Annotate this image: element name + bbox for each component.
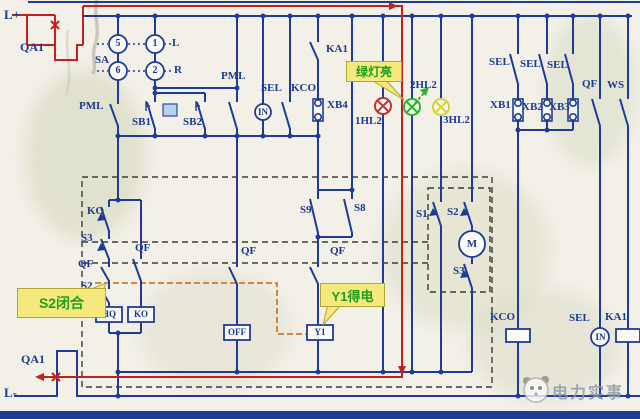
breaker-closed-x-icon <box>50 20 61 382</box>
callout-y1-energized: Y1得电 <box>320 283 385 307</box>
circle-symbols <box>108 34 610 347</box>
contact-label-qf-left: QF <box>78 258 94 270</box>
dashed-interlock-box <box>81 176 493 388</box>
contact-label-s9: S9 <box>300 204 312 216</box>
callout-s2-closed: S2闭合 <box>17 288 106 318</box>
lamp-label-2hl2: 2HL2 <box>410 79 437 91</box>
lit-arrow-icon <box>420 87 429 96</box>
coil-box-ko: KO <box>133 309 148 319</box>
highlight-current-path <box>12 2 406 382</box>
callout-green-lamp-on: 绿灯亮 <box>346 61 402 82</box>
lamp-2hl2 <box>403 87 429 116</box>
coil-boxes <box>95 306 640 343</box>
contact-label-sel1: SEL <box>489 56 510 68</box>
contact-label-pml-left: PML <box>79 100 104 112</box>
indicator-in-bottom: IN <box>595 332 606 342</box>
contact-label-s2-left: S2 <box>81 280 93 292</box>
selector-label-sa: SA <box>95 54 110 66</box>
wires <box>14 15 640 397</box>
flow-arrow-right-icon <box>389 2 398 10</box>
sa-terminal-1: 1 <box>152 38 158 49</box>
contact-label-pml-right: PML <box>221 70 246 82</box>
lamp-3hl2 <box>432 98 450 116</box>
contact-label-sel2: SEL <box>520 58 541 70</box>
fuse-symbols <box>312 98 579 122</box>
top-border-line <box>28 1 640 3</box>
bottom-border-bar <box>0 411 640 419</box>
contact-label-qf-320: QF <box>330 245 346 257</box>
flow-arrow-down-icon <box>398 366 406 375</box>
sb1-indicator-box <box>162 103 178 117</box>
contact-label-ka1: KA1 <box>326 43 348 55</box>
contact-label-sb1: SB1 <box>132 116 151 128</box>
contact-blades <box>100 38 629 307</box>
sa-terminal-6: 6 <box>115 65 121 76</box>
coil-box-off: OFF <box>228 327 246 337</box>
contact-label-qf-right: QF <box>582 78 598 90</box>
fuse-label-xb2: XB2 <box>522 101 543 113</box>
sa-terminal-2: 2 <box>152 65 158 76</box>
mech-path-s2-to-y1 <box>95 282 306 335</box>
contact-label-s3-right: S3 <box>453 265 465 277</box>
label-kco-top: KCO <box>291 82 317 94</box>
watermark-brand: 电力实事 <box>552 385 625 402</box>
motor-label: M <box>466 238 478 250</box>
contact-label-s8: S8 <box>354 202 366 214</box>
flow-arrow-left-icon <box>35 373 44 381</box>
coil-box-y1: Y1 <box>314 327 326 337</box>
sa-position-l: L <box>172 37 180 49</box>
fuse-label-xb1: XB1 <box>490 99 511 111</box>
pushbutton-actuators <box>97 43 200 111</box>
contact-label-qf-mid: QF <box>135 242 151 254</box>
contact-arrows <box>97 208 469 298</box>
label-sel-top: SEL <box>261 82 282 94</box>
contact-label-s2-right: S2 <box>447 206 459 218</box>
background-blob <box>25 70 145 240</box>
contact-label-s1: S1 <box>416 208 428 220</box>
coil-box-hq: HQ <box>101 309 116 319</box>
twig-watermark <box>91 0 100 75</box>
junction-dots <box>115 13 631 399</box>
sa-position-r: R <box>174 64 182 76</box>
sa-terminal-5: 5 <box>115 38 121 49</box>
contact-label-sb2: SB2 <box>183 116 202 128</box>
indicator-in-top: IN <box>257 106 268 117</box>
breaker-label-qa1-top: QA1 <box>20 40 44 54</box>
fuse-label-xb3: XB3 <box>549 101 570 113</box>
contact-label-s3-left: S3 <box>81 232 93 244</box>
lamp-1hl2 <box>374 97 392 115</box>
lamp-label-3hl2: 3HL2 <box>443 114 470 126</box>
bus-label-l-plus: L+ <box>4 7 21 22</box>
coil-label-ka1-bottom: KA1 <box>605 311 627 323</box>
bus-label-l-minus: L- <box>4 385 17 400</box>
fuse-label-xb4: XB4 <box>327 99 348 111</box>
twig-watermark <box>64 29 71 96</box>
coil-label-kco-bottom: KCO <box>490 311 516 323</box>
contact-label-qf-237: QF <box>241 245 257 257</box>
background-blob <box>140 270 290 390</box>
background-blob <box>545 15 635 165</box>
panda-logo-icon <box>523 376 549 403</box>
contact-label-sel3: SEL <box>547 59 568 71</box>
label-sel-bottom: SEL <box>569 312 590 324</box>
lamp-label-1hl2: 1HL2 <box>355 115 382 127</box>
contact-label-ko: KO <box>87 205 105 217</box>
contact-label-ws: WS <box>607 79 625 91</box>
breaker-label-qa1-bottom: QA1 <box>21 352 45 366</box>
